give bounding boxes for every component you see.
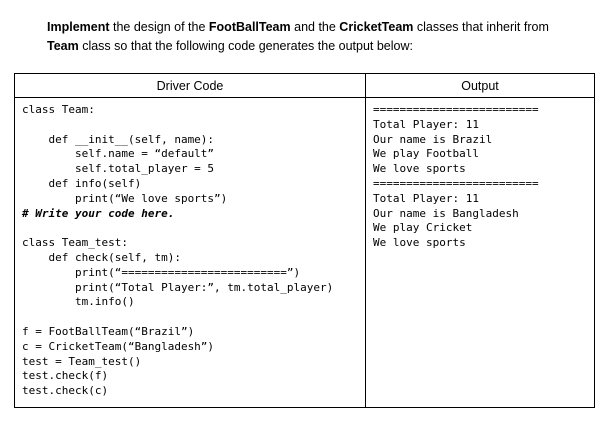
driver-output-table: Driver Code Output class Team: def __ini… xyxy=(14,73,595,408)
driver-code-header: Driver Code xyxy=(14,73,366,98)
output-cell: ========================= Total Player: … xyxy=(365,97,595,408)
instruction-segment: class so that the following code generat… xyxy=(78,39,413,53)
table-header-row: Driver Code Output xyxy=(14,73,595,98)
driver-code-block-2: class Team_test: def check(self, tm): pr… xyxy=(22,236,334,398)
instruction-segment: Implement xyxy=(47,20,110,34)
instruction-segment: CricketTeam xyxy=(339,20,414,34)
output-header: Output xyxy=(365,73,595,98)
instruction-segment: FootBallTeam xyxy=(208,20,291,34)
instruction-segment: and the xyxy=(290,20,340,34)
output-block: ========================= Total Player: … xyxy=(373,103,539,250)
table-body-row: class Team: def __init__(self, name): se… xyxy=(14,97,595,408)
instruction-text: Implement the design of the FootBallTeam… xyxy=(47,18,562,56)
instruction-segment: the design of the xyxy=(109,20,209,34)
driver-code-cell: class Team: def __init__(self, name): se… xyxy=(14,97,366,408)
driver-code-block-1: class Team: def __init__(self, name): se… xyxy=(22,103,228,205)
write-your-code-comment: # Write your code here. xyxy=(22,206,175,220)
instruction-segment: classes that inherit from xyxy=(413,20,549,34)
instruction-segment: Team xyxy=(47,39,79,53)
